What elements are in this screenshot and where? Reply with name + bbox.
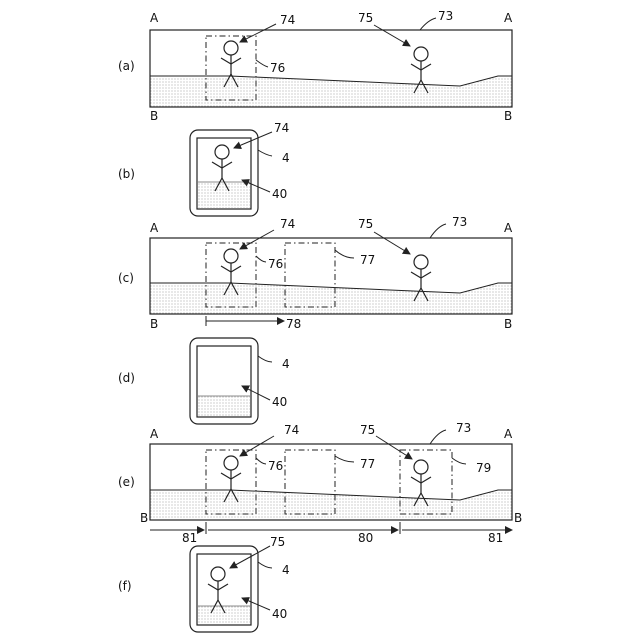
leader-74-c [240,230,274,249]
ref-75-c: 75 [358,217,373,231]
ref-73: 73 [438,9,453,23]
corner-A-right-e: A [504,427,513,441]
panel-c: (c) A A B B 74 75 73 76 77 78 [118,215,513,331]
leader-76-e [256,458,266,464]
panel-c-label: (c) [118,271,134,285]
leader-77-e [335,456,354,462]
ref-78: 78 [286,317,301,331]
corner-A-left-e: A [150,427,159,441]
ref-74-c: 74 [280,217,295,231]
corner-A-right: A [504,11,513,25]
leader-73 [420,18,436,30]
ref-77-e: 77 [360,457,375,471]
corner-B-left-c: B [150,317,158,331]
ref-74-e: 74 [284,423,299,437]
leader-4-b [258,150,272,156]
leader-4-f [258,562,272,568]
leader-74 [240,24,276,42]
leader-79-e [452,458,466,464]
ref-40-d: 40 [272,395,287,409]
ref-75-f: 75 [270,535,285,549]
leader-73-e [430,430,446,444]
leader-75 [374,25,410,46]
leader-76 [256,60,268,67]
ref-76: 76 [270,61,285,75]
corner-B-left: B [150,109,158,123]
corner-B-right-c: B [504,317,512,331]
panel-a-label: (a) [118,59,135,73]
leader-75-c [374,232,410,254]
corner-B-left-e: B [140,511,148,525]
corner-A-right-c: A [504,221,513,235]
ref-75: 75 [358,11,373,25]
ref-4-f: 4 [282,563,290,577]
ref-73-e: 73 [456,421,471,435]
screen-ground-f [198,606,250,624]
panel-a: (a) A A B B 74 75 73 76 [118,9,513,123]
panel-e: (e) A A B B 74 75 73 76 77 79 81 80 81 [118,421,522,545]
panel-b-label: (b) [118,167,135,181]
ref-4-d: 4 [282,357,290,371]
ref-79-e: 79 [476,461,491,475]
screen-ground-d [198,396,250,416]
leader-73-c [430,224,446,238]
leader-77-c [335,250,354,258]
leader-74-e [240,436,274,456]
ref-76-e: 76 [268,459,283,473]
ref-80: 80 [358,531,373,545]
corner-B-right-e: B [514,511,522,525]
panel-b: (b) 74 4 40 [118,121,290,216]
ref-4-b: 4 [282,151,290,165]
ref-75-e: 75 [360,423,375,437]
ref-81-right: 81 [488,531,503,545]
ref-81-left: 81 [182,531,197,545]
ref-74: 74 [280,13,295,27]
panel-d: (d) 4 40 [118,338,290,424]
leader-76-c [256,256,266,262]
ref-73-c: 73 [452,215,467,229]
ref-40-b: 40 [272,187,287,201]
panel-f: (f) 75 4 40 [118,535,290,632]
ref-76-c: 76 [268,257,283,271]
ref-74-b: 74 [274,121,289,135]
panel-d-label: (d) [118,371,135,385]
panel-f-label: (f) [118,579,132,593]
leader-4-d [258,356,272,362]
corner-A-left-c: A [150,221,159,235]
ref-77-c: 77 [360,253,375,267]
panel-e-label: (e) [118,475,135,489]
leader-75-e [376,436,412,459]
corner-A-left: A [150,11,159,25]
corner-B-right: B [504,109,512,123]
ref-40-f: 40 [272,607,287,621]
screen-ground [198,182,250,208]
